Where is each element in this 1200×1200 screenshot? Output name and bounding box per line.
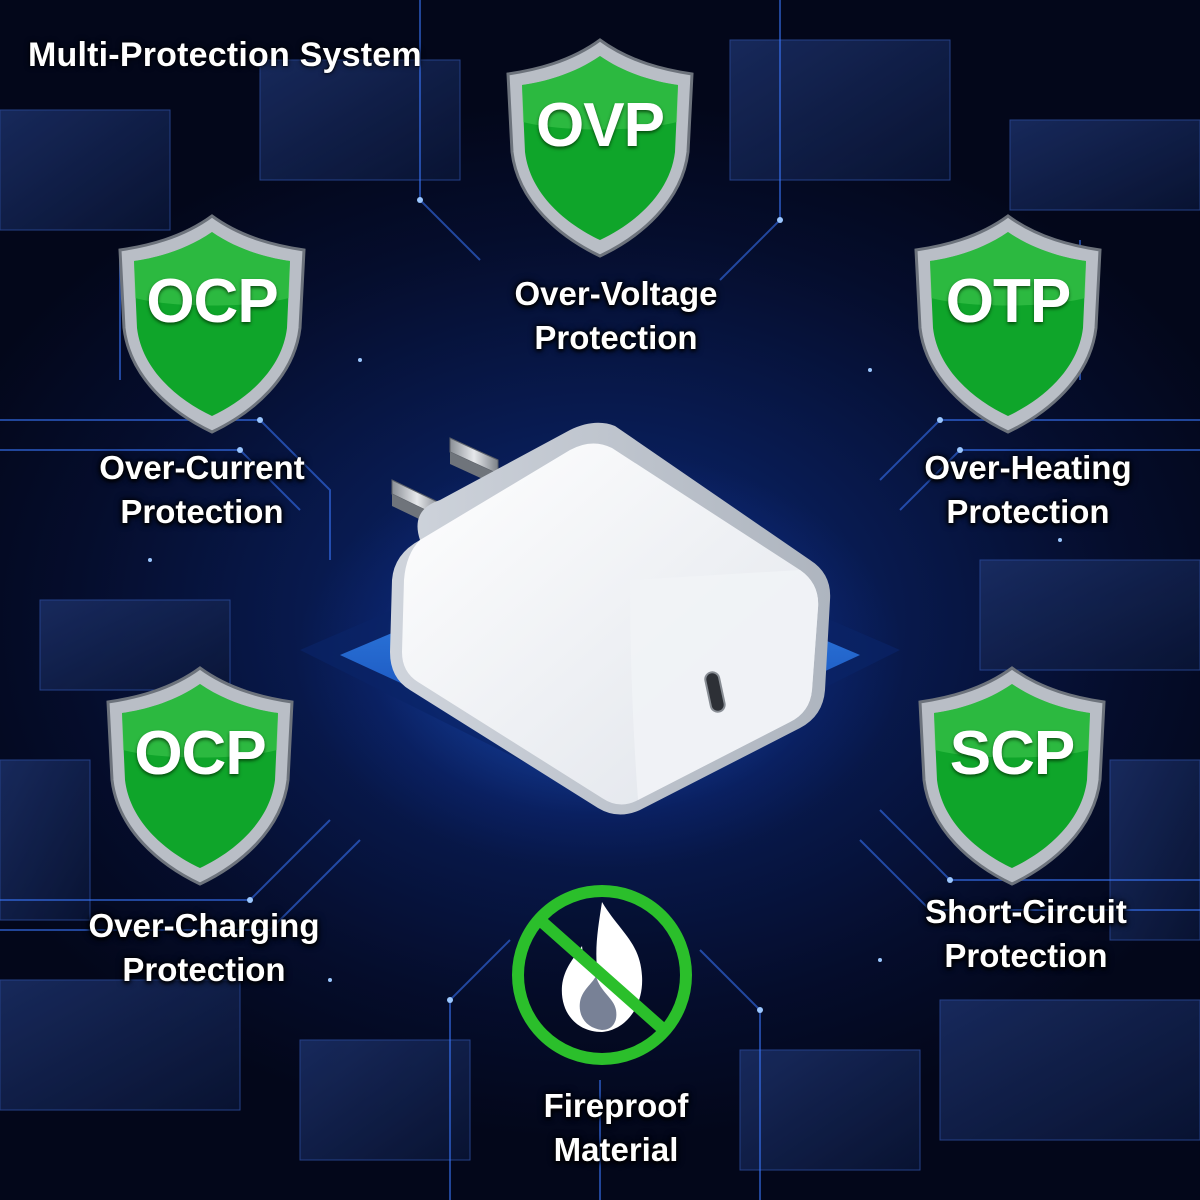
badge-code: OVP bbox=[536, 91, 665, 160]
shield-icon bbox=[106, 666, 294, 886]
badge-code: OTP bbox=[945, 267, 1071, 336]
badge-code: OCP bbox=[146, 267, 278, 336]
caption-line: Protection bbox=[122, 951, 286, 988]
badge-code: OCP bbox=[134, 719, 266, 788]
caption-line: Over-Current bbox=[99, 449, 305, 486]
caption-ovp: Over-Voltage Protection bbox=[456, 272, 776, 360]
caption-line: Short-Circuit bbox=[925, 893, 1127, 930]
badge-scp: SCP bbox=[912, 660, 1112, 890]
caption-ocp-charging: Over-Charging Protection bbox=[44, 904, 364, 992]
badge-ocp-current: OCP bbox=[112, 208, 312, 438]
no-fire-icon bbox=[512, 885, 692, 1065]
usb-c-charger-icon bbox=[390, 422, 831, 815]
caption-line: Fireproof bbox=[543, 1087, 689, 1124]
caption-ocp-current: Over-Current Protection bbox=[42, 446, 362, 534]
shield-icon bbox=[118, 214, 306, 434]
shield-icon bbox=[914, 214, 1102, 434]
headline: Multi-Protection System bbox=[28, 36, 422, 74]
caption-line: Protection bbox=[120, 493, 284, 530]
caption-line: Protection bbox=[946, 493, 1110, 530]
shield-icon bbox=[918, 666, 1106, 886]
caption-line: Over-Heating bbox=[924, 449, 1132, 486]
badge-otp: OTP bbox=[908, 208, 1108, 438]
caption-scp: Short-Circuit Protection bbox=[866, 890, 1186, 978]
caption-line: Material bbox=[553, 1131, 679, 1168]
caption-otp: Over-Heating Protection bbox=[868, 446, 1188, 534]
badge-code: SCP bbox=[949, 719, 1075, 788]
caption-fireproof: Fireproof Material bbox=[456, 1084, 776, 1172]
badge-ocp-charging: OCP bbox=[100, 660, 300, 890]
shield-icon bbox=[506, 38, 694, 258]
caption-line: Over-Charging bbox=[88, 907, 320, 944]
badge-ovp: OVP bbox=[500, 32, 700, 262]
caption-line: Over-Voltage bbox=[514, 275, 718, 312]
caption-line: Protection bbox=[534, 319, 698, 356]
caption-line: Protection bbox=[944, 937, 1108, 974]
